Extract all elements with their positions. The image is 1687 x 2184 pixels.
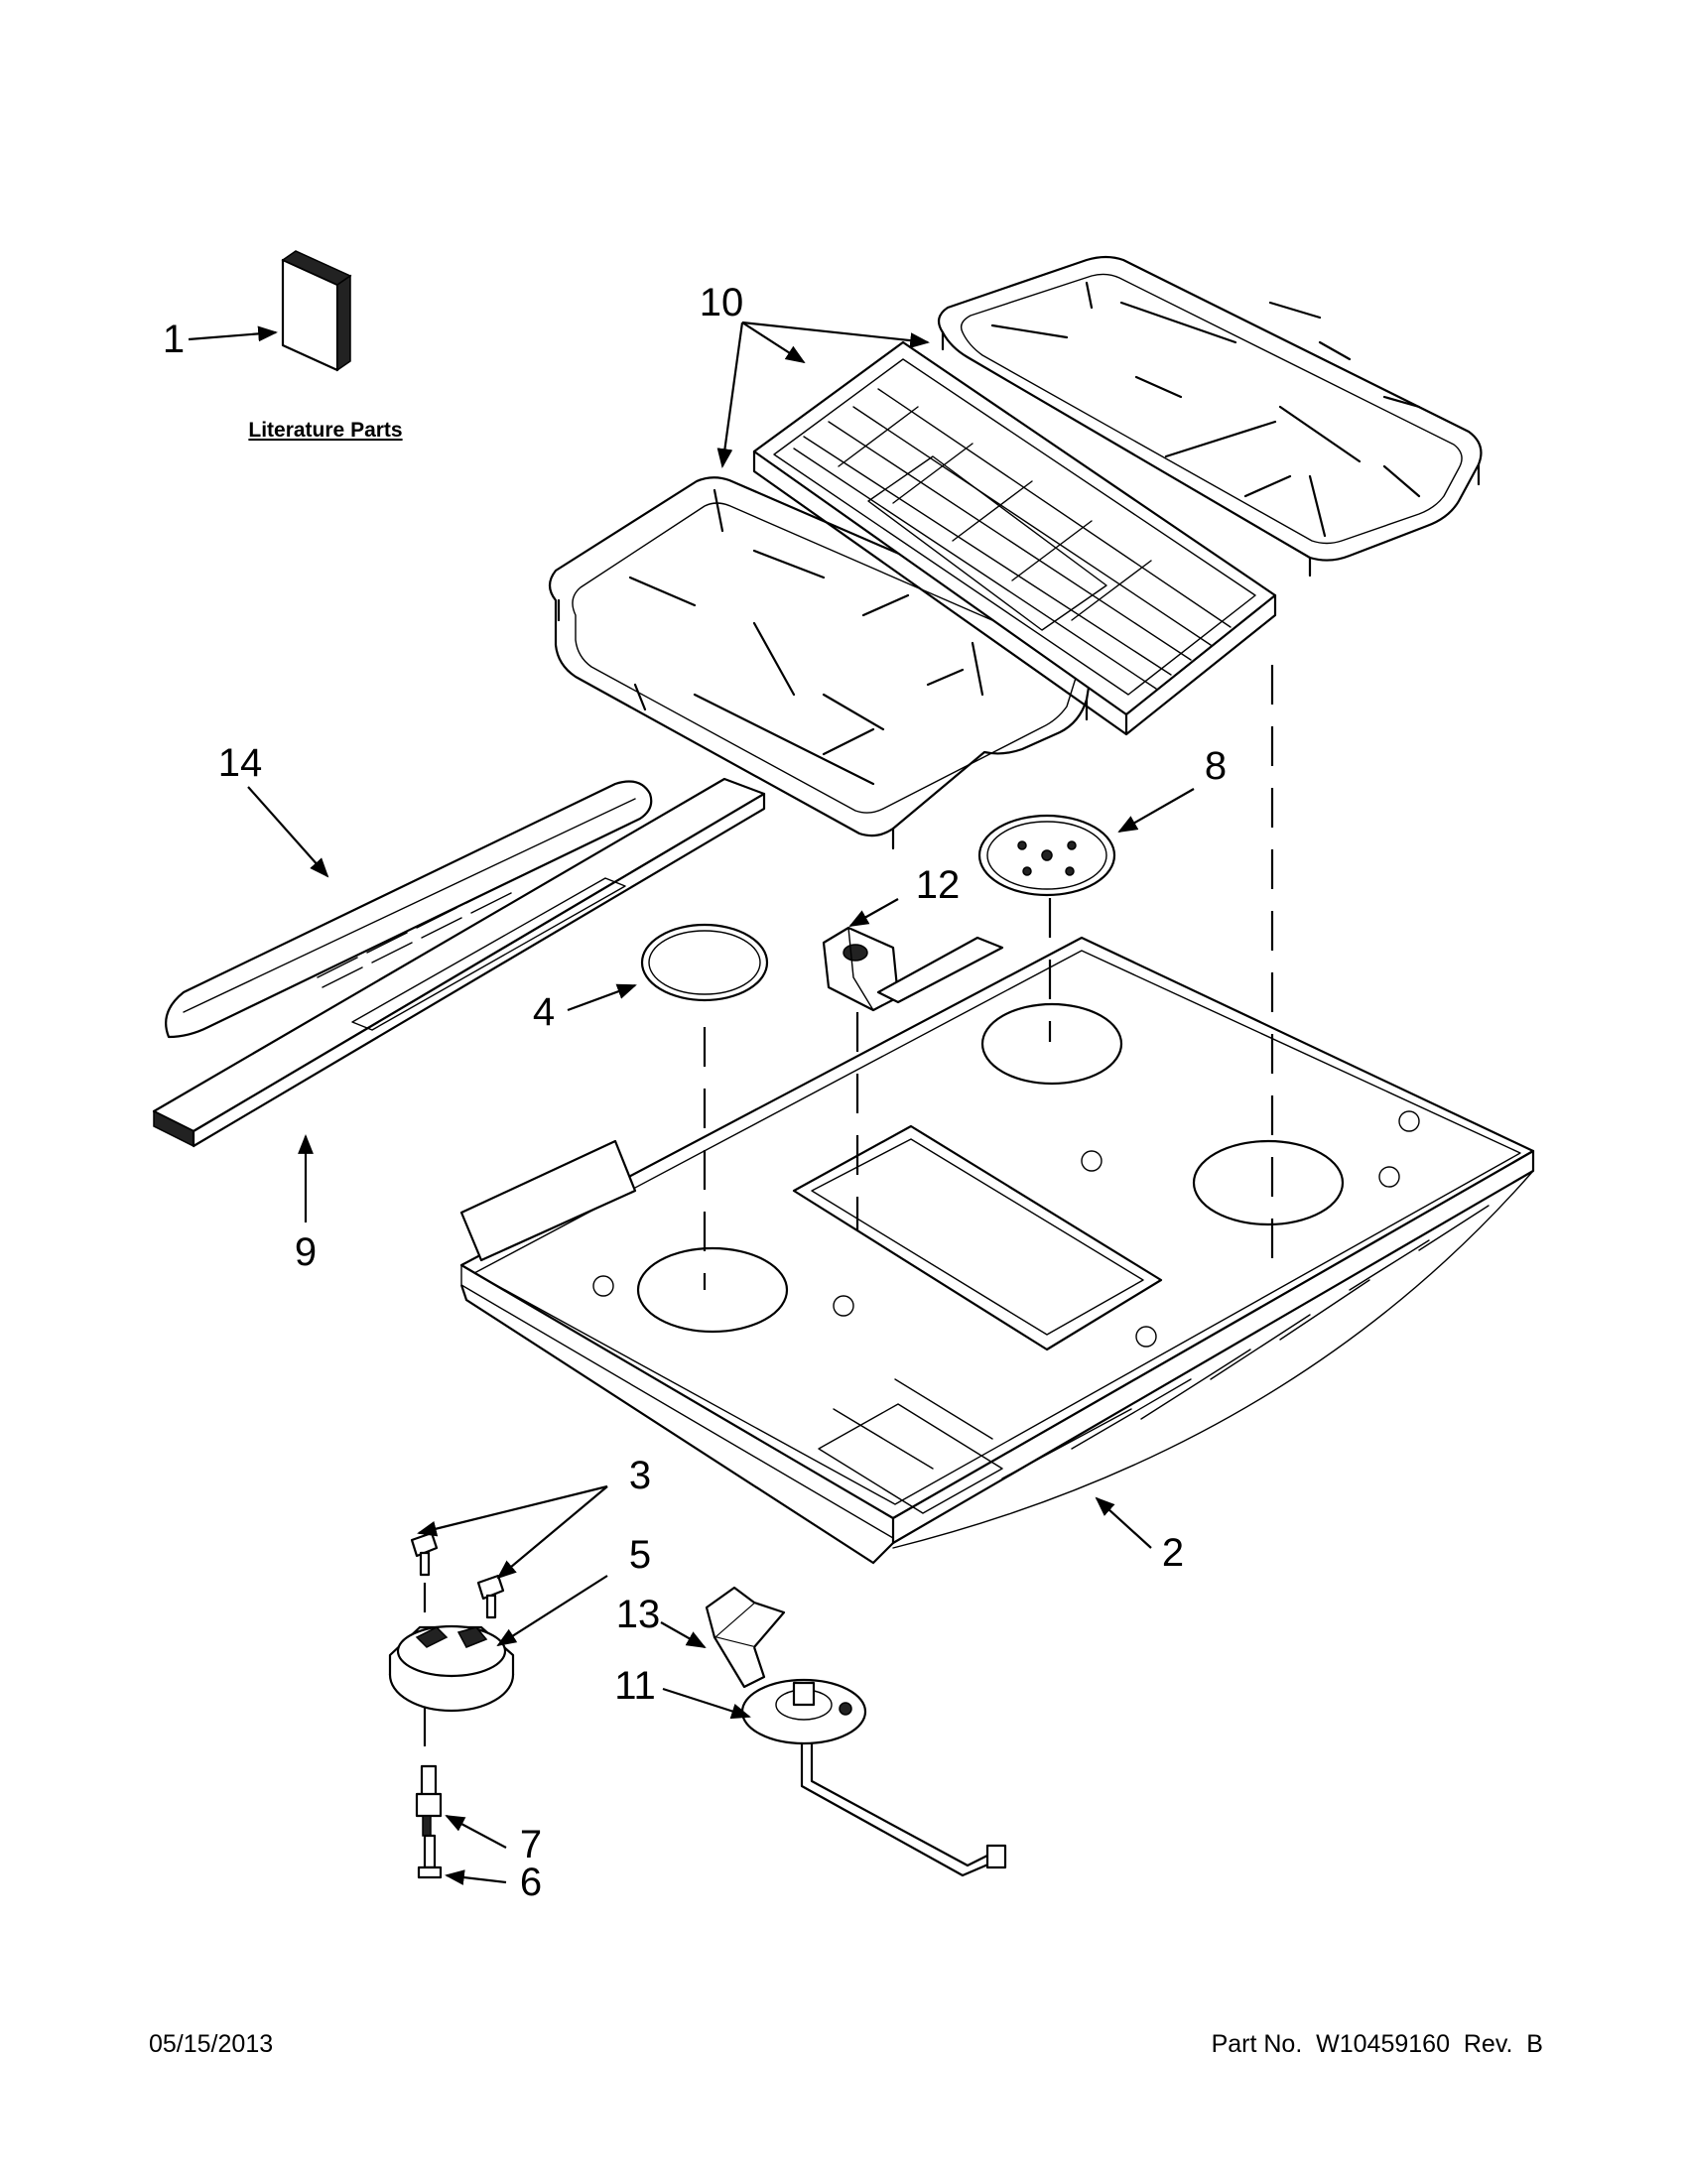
callout-4: 4 <box>533 990 555 1034</box>
callout-14: 14 <box>218 741 263 785</box>
burner-base-part <box>388 1624 515 1713</box>
electrode-part <box>417 1834 443 1879</box>
callout-8: 8 <box>1205 744 1227 788</box>
alignment-lines <box>423 665 1274 1766</box>
right-grate-part <box>937 255 1483 578</box>
callout-5: 5 <box>629 1533 651 1577</box>
footer: 05/15/2013 Part No. W10459160 Rev. B <box>149 2030 1543 2058</box>
callout-12: 12 <box>916 863 961 907</box>
leader-arrows <box>188 321 1195 1885</box>
callout-2: 2 <box>1162 1531 1184 1575</box>
literature-book-part <box>281 250 352 372</box>
callout-1: 1 <box>163 318 185 361</box>
control-panel-strip-part <box>152 777 766 1148</box>
footer-part-number: Part No. W10459160 Rev. B <box>1212 2030 1543 2058</box>
left-grate-part <box>548 476 1097 850</box>
callout-labels: 1 2 3 4 5 6 7 8 9 10 11 12 13 14 Literat… <box>163 281 1227 1904</box>
callout-10: 10 <box>700 281 744 324</box>
callout-13: 13 <box>616 1593 661 1636</box>
literature-parts-label: Literature Parts <box>248 419 402 442</box>
trim-cap-part <box>165 780 653 1039</box>
callout-7: 7 <box>520 1823 542 1866</box>
footer-date: 05/15/2013 <box>149 2030 273 2058</box>
cooktop-panel-part <box>459 936 1535 1565</box>
callout-11: 11 <box>614 1664 656 1708</box>
callout-3: 3 <box>629 1454 651 1497</box>
callout-6: 6 <box>520 1861 542 1904</box>
bracket-part <box>705 1586 786 1689</box>
burner-cap-part <box>977 814 1116 897</box>
igniter-part <box>415 1764 443 1837</box>
burner-tube-part <box>740 1678 1007 1877</box>
ring-gasket-part <box>640 923 769 1002</box>
center-grate-part <box>752 340 1277 736</box>
callout-9: 9 <box>295 1230 317 1274</box>
